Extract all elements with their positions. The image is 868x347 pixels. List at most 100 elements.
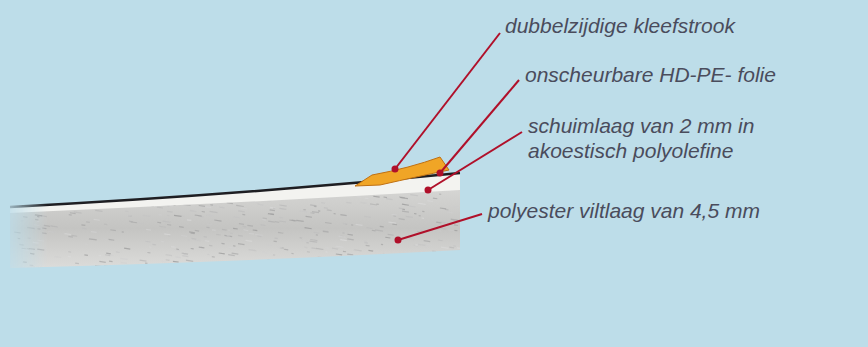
felt-fiber: [110, 229, 116, 231]
felt-fiber: [247, 261, 252, 263]
felt-fiber: [274, 241, 277, 243]
felt-fiber: [86, 221, 90, 223]
felt-fiber: [386, 198, 393, 200]
felt-fiber: [273, 208, 276, 210]
felt-fiber: [427, 244, 432, 246]
felt-fiber: [171, 246, 176, 248]
felt-fiber: [23, 261, 27, 263]
felt-fiber: [236, 205, 244, 206]
felt-fiber: [343, 223, 347, 225]
felt-fiber: [42, 227, 46, 229]
felt-fiber: [232, 252, 239, 254]
felt-fiber: [164, 233, 170, 235]
felt-fiber: [307, 251, 310, 253]
felt-fiber: [439, 260, 444, 262]
felt-fiber: [145, 262, 147, 264]
felt-fiber: [432, 250, 436, 252]
felt-fiber: [199, 191, 204, 193]
felt-fiber: [239, 223, 244, 225]
felt-fiber: [19, 198, 25, 200]
felt-fiber: [270, 207, 276, 209]
felt-fiber: [367, 227, 373, 229]
felt-fiber: [217, 264, 220, 266]
felt-fiber: [34, 192, 40, 194]
felt-fiber: [296, 220, 303, 221]
felt-fiber: [191, 248, 194, 250]
felt-fiber: [326, 251, 328, 253]
felt-fiber: [354, 250, 362, 251]
felt-fiber: [306, 242, 308, 244]
felt-fiber: [31, 266, 35, 268]
felt-fiber: [338, 269, 346, 270]
felt-fiber: [192, 188, 200, 189]
felt-fiber: [383, 196, 387, 198]
felt-fiber: [28, 185, 31, 187]
felt-fiber: [110, 254, 113, 256]
leader-dot: [426, 188, 431, 193]
felt-fiber: [340, 214, 346, 216]
felt-fiber: [342, 232, 344, 234]
felt-fiber: [325, 247, 328, 249]
felt-fiber: [302, 264, 308, 266]
felt-fiber: [173, 261, 179, 263]
felt-fiber: [54, 194, 62, 195]
felt-fiber: [443, 253, 450, 255]
felt-fiber: [162, 261, 166, 263]
felt-fiber: [325, 222, 331, 224]
felt-fiber: [182, 215, 185, 217]
felt-fiber: [416, 266, 424, 267]
felt-fiber: [175, 249, 180, 251]
felt-fiber: [238, 235, 243, 237]
felt-fiber: [278, 232, 283, 234]
felt-fiber: [328, 267, 330, 269]
felt-fiber: [181, 235, 187, 237]
felt-fiber: [42, 232, 47, 234]
felt-fiber: [410, 255, 417, 256]
felt-fiber: [205, 240, 209, 242]
felt-fiber: [230, 233, 233, 235]
felt-fiber: [104, 196, 110, 198]
felt-fiber: [207, 254, 209, 256]
felt-fiber: [268, 213, 274, 215]
felt-fiber: [33, 199, 35, 201]
felt-fiber: [242, 214, 245, 216]
felt-fiber: [278, 246, 282, 248]
felt-fiber: [299, 211, 307, 212]
felt-fiber: [81, 224, 85, 226]
felt-fiber: [224, 235, 232, 236]
felt-fiber: [195, 230, 199, 232]
felt-fiber: [379, 264, 386, 265]
felt-fiber: [255, 234, 263, 235]
felt-fiber: [334, 213, 336, 215]
felt-fiber: [37, 228, 40, 230]
felt-fiber: [336, 246, 344, 247]
felt-fiber: [167, 215, 169, 217]
felt-fiber: [137, 222, 144, 224]
felt-fiber: [261, 224, 266, 226]
felt-fiber: [414, 245, 418, 247]
felt-fiber: [357, 196, 361, 198]
felt-fiber: [95, 210, 102, 211]
felt-fiber: [311, 247, 316, 249]
felt-fiber: [233, 228, 238, 230]
felt-fiber: [112, 192, 115, 194]
felt-fiber: [68, 190, 71, 192]
felt-fiber: [33, 244, 38, 246]
felt-fiber: [418, 203, 426, 204]
felt-fiber: [332, 248, 338, 250]
felt-fiber: [238, 210, 244, 212]
felt-fiber: [361, 258, 367, 260]
felt-fiber: [163, 221, 171, 222]
felt-fiber: [316, 234, 318, 236]
felt-fiber: [290, 265, 292, 267]
felt-fiber: [270, 209, 275, 211]
felt-fiber: [202, 211, 205, 213]
felt-fiber: [199, 248, 204, 250]
felt-fiber: [436, 221, 441, 223]
felt-fiber: [127, 215, 132, 217]
felt-fiber: [199, 246, 205, 248]
felt-fiber: [415, 258, 421, 260]
felt-fiber: [368, 205, 374, 207]
leader-dot: [438, 171, 443, 176]
